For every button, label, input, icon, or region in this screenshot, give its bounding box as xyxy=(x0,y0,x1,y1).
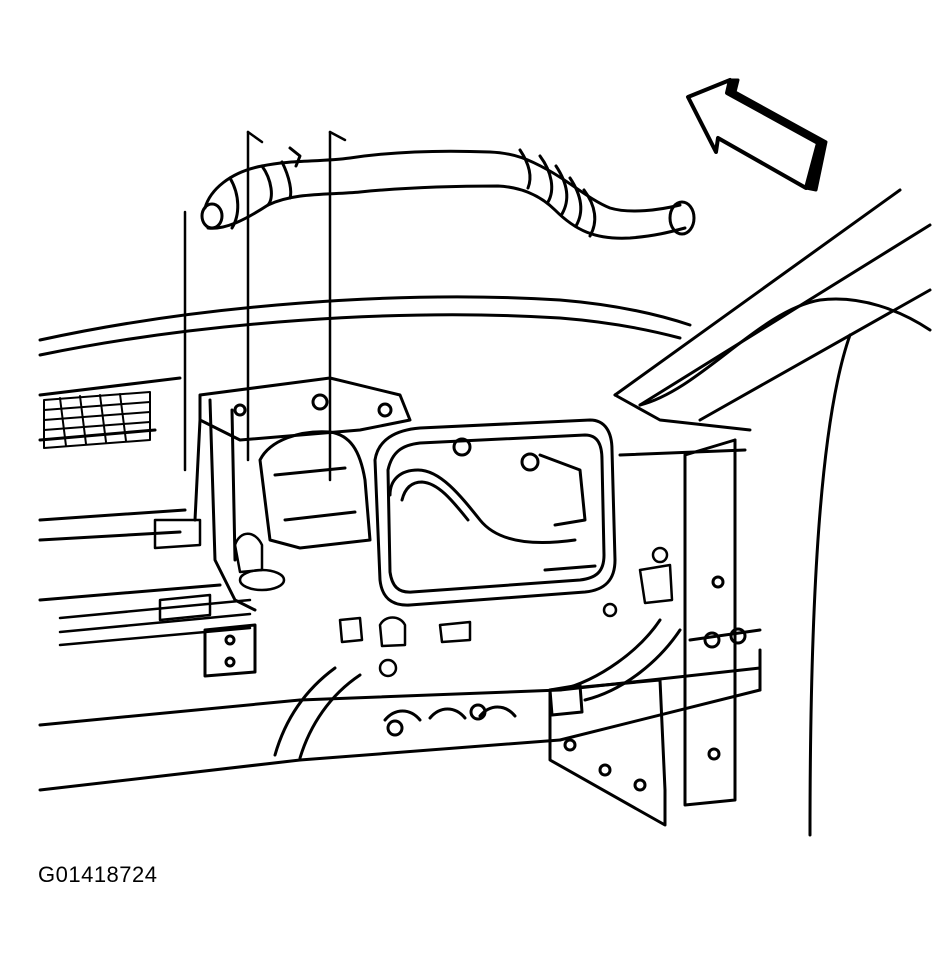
lower-supports xyxy=(273,618,682,760)
right-side-panel xyxy=(613,188,932,837)
defroster-hose xyxy=(200,146,696,240)
instrument-panel-carrier xyxy=(38,295,762,792)
duct-opening xyxy=(373,418,617,607)
center-bracket xyxy=(193,376,412,612)
left-vent-louvers xyxy=(43,391,151,449)
lower-rails xyxy=(58,518,252,647)
forward-arrow-icon xyxy=(686,78,828,192)
mounting-plates xyxy=(203,623,667,827)
figure-code: G01418724 xyxy=(38,862,158,887)
fasteners xyxy=(233,532,674,678)
alignment-lines xyxy=(183,130,347,482)
